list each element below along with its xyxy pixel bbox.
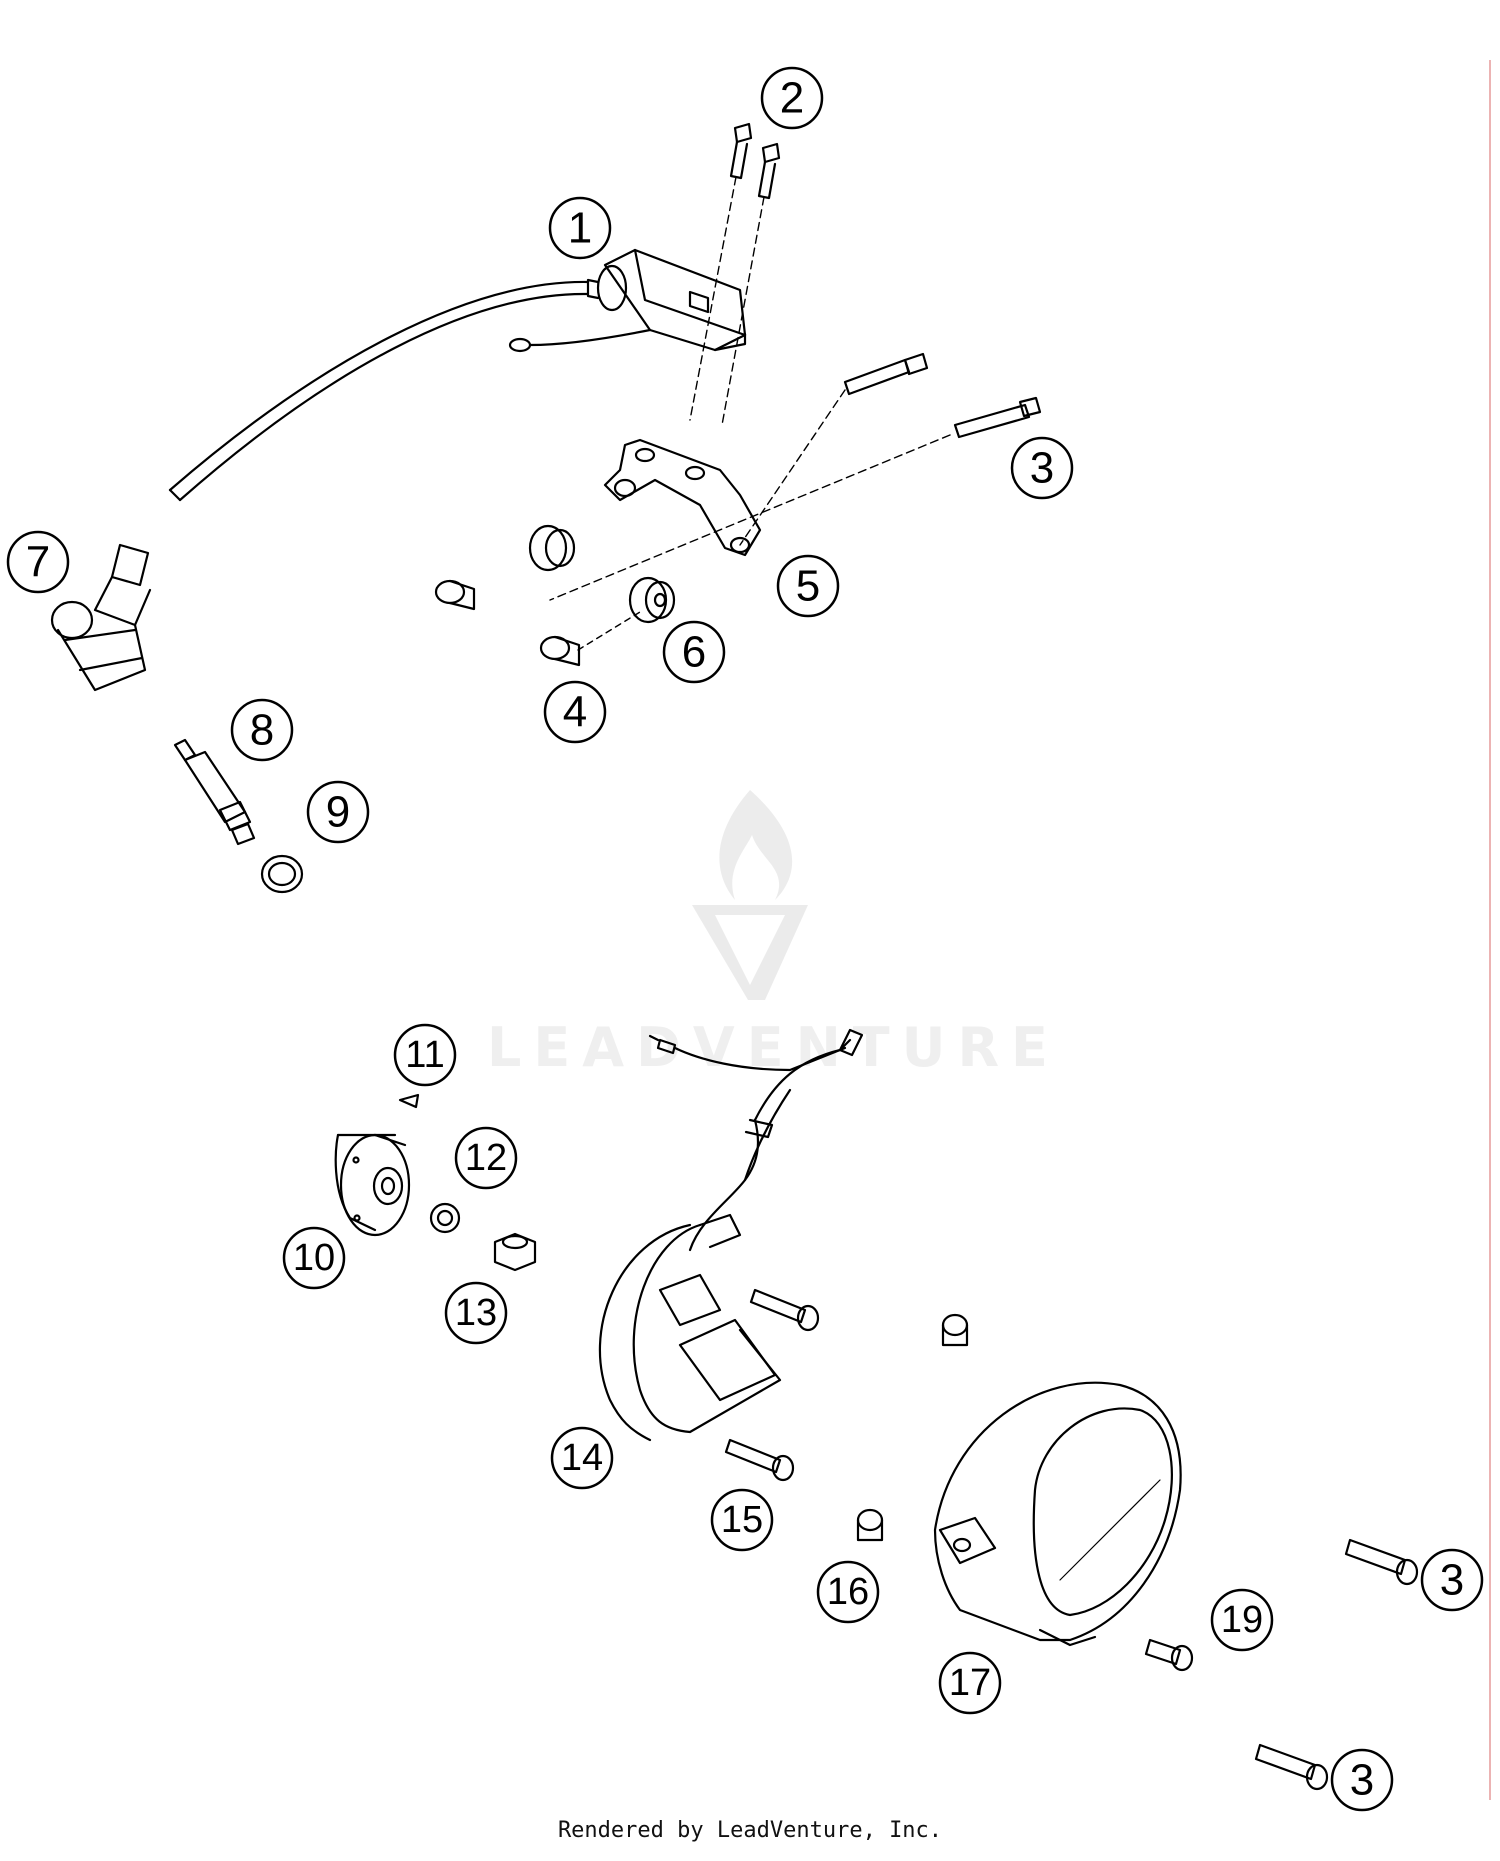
bolt-part-19 — [1144, 1638, 1194, 1672]
svg-text:2: 2 — [780, 74, 804, 123]
bushing-part-4 — [434, 579, 641, 667]
bolt-upper-part-3 — [549, 352, 1042, 601]
callout-10: 10 — [282, 1226, 346, 1290]
svg-text:4: 4 — [563, 688, 587, 737]
callout-9: 9 — [306, 780, 370, 844]
callout-7: 7 — [6, 530, 70, 594]
callout-layer: 1 2 3 3 3 4 5 6 — [6, 66, 1484, 1812]
svg-text:13: 13 — [455, 1292, 497, 1334]
callout-3-upper: 3 — [1010, 436, 1074, 500]
leadventure-watermark: LEADVENTURE — [487, 790, 1048, 1079]
svg-text:16: 16 — [827, 1571, 869, 1613]
rubber-grommet-part-6 — [528, 524, 676, 624]
svg-text:7: 7 — [26, 538, 50, 587]
callout-15: 15 — [710, 1488, 774, 1552]
callout-4: 4 — [543, 680, 607, 744]
callout-3-bottom: 3 — [1330, 1748, 1394, 1812]
dowel-pin-part-16 — [856, 1313, 969, 1542]
svg-text:6: 6 — [682, 628, 706, 677]
stator-bolt-part-15 — [724, 1288, 820, 1482]
callout-2: 2 — [760, 66, 824, 130]
svg-text:12: 12 — [465, 1137, 507, 1179]
v-logo-icon — [692, 905, 808, 1000]
svg-text:5: 5 — [796, 562, 820, 611]
flame-logo-icon — [719, 790, 793, 900]
footer-credit: Rendered by LeadVenture, Inc. — [557, 1818, 943, 1843]
bolt-lower-part-3 — [1254, 1538, 1419, 1791]
svg-text:14: 14 — [561, 1437, 603, 1479]
woodruff-key-part-11 — [398, 1093, 420, 1109]
callout-14: 14 — [550, 1426, 614, 1490]
callout-8: 8 — [230, 698, 294, 762]
svg-text:3: 3 — [1350, 1756, 1374, 1805]
ignition-coil-part-1 — [168, 248, 747, 502]
svg-text:3: 3 — [1440, 1556, 1464, 1605]
bolt-pair-part-2 — [689, 122, 781, 426]
svg-text:9: 9 — [326, 788, 350, 837]
nut-part-13 — [493, 1232, 537, 1272]
svg-text:11: 11 — [405, 1034, 444, 1076]
svg-text:3: 3 — [1030, 444, 1054, 493]
svg-text:19: 19 — [1221, 1599, 1263, 1641]
svg-text:1: 1 — [568, 204, 592, 253]
sealing-ring-part-9 — [260, 854, 304, 894]
callout-3-right: 3 — [1420, 1548, 1484, 1612]
flywheel-rotor-part-10 — [334, 1133, 411, 1237]
stator-part-14 — [598, 1028, 864, 1442]
svg-text:15: 15 — [721, 1499, 763, 1541]
callout-6: 6 — [662, 620, 726, 684]
callout-19: 19 — [1210, 1588, 1274, 1652]
spark-plug-part-8 — [173, 738, 256, 846]
callout-17: 17 — [938, 1651, 1002, 1715]
callout-1: 1 — [548, 196, 612, 260]
callout-11: 11 — [393, 1023, 457, 1087]
callout-13: 13 — [444, 1281, 508, 1345]
mounting-bracket-part-5 — [603, 438, 762, 557]
washer-part-12 — [429, 1202, 461, 1234]
callout-5: 5 — [776, 554, 840, 618]
svg-text:8: 8 — [250, 706, 274, 755]
callout-16: 16 — [816, 1560, 880, 1624]
svg-text:17: 17 — [949, 1662, 991, 1704]
ignition-cover-part-17 — [933, 1381, 1182, 1647]
spark-plug-cap-part-7 — [50, 543, 152, 692]
callout-12: 12 — [454, 1126, 518, 1190]
svg-text:10: 10 — [293, 1237, 335, 1279]
